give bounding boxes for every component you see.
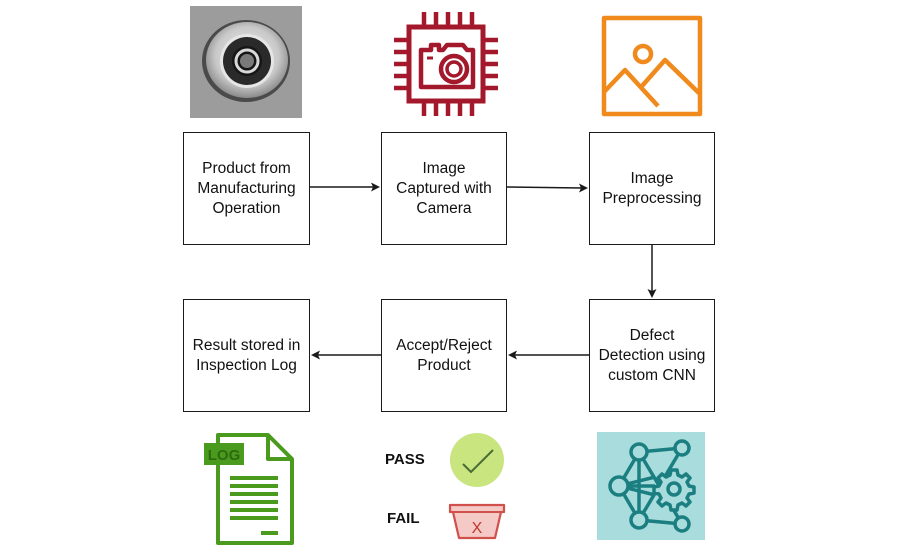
pass-label: PASS — [385, 451, 425, 468]
bearing-photo — [190, 6, 302, 118]
fail-x-glyph: X — [472, 520, 483, 537]
fail-x-icon: X — [448, 502, 506, 542]
node-image-captured: Image Captured with Camera — [381, 132, 507, 245]
arrow-decide-to-log — [311, 350, 381, 360]
node-result-stored: Result stored in Inspection Log — [183, 299, 310, 412]
arrow-preprocess-to-detect — [647, 245, 657, 298]
arrow-capture-to-preprocess — [506, 183, 588, 193]
fail-label: FAIL — [387, 510, 420, 527]
node-product-from-manufacturing: Product from Manufacturing Operation — [183, 132, 310, 245]
log-file-icon: LOG — [198, 431, 298, 547]
arrow-product-to-capture — [310, 182, 380, 192]
node-image-preprocessing: Image Preprocessing — [589, 132, 715, 245]
node-defect-detection: Defect Detection using custom CNN — [589, 299, 715, 412]
camera-chip-icon — [388, 6, 504, 122]
node-accept-reject: Accept/Reject Product — [381, 299, 507, 412]
arrow-detect-to-decide — [508, 350, 589, 360]
image-landscape-icon — [600, 14, 704, 118]
pass-check-icon — [449, 432, 505, 488]
log-badge-text: LOG — [208, 447, 241, 464]
neural-network-gear-icon — [597, 432, 705, 540]
